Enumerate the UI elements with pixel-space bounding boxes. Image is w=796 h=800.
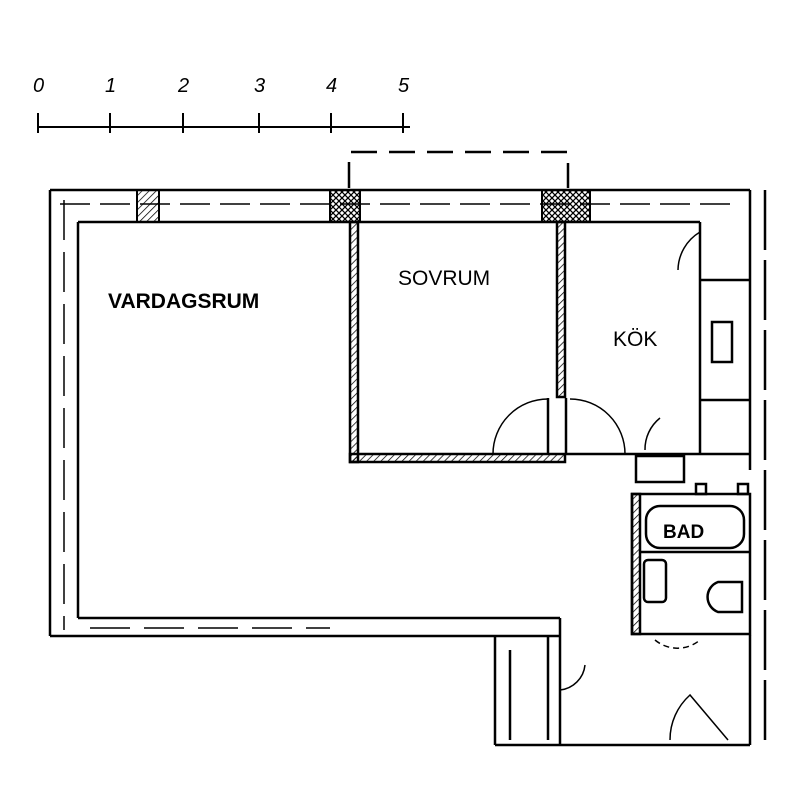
pillar xyxy=(329,189,361,223)
room-label-sovrum: SOVRUM xyxy=(398,267,490,290)
scale-tick-1: 1 xyxy=(105,75,116,97)
room-label-bad: BAD xyxy=(663,522,704,543)
scale-tick-2: 2 xyxy=(177,75,189,97)
scale-tick-3: 3 xyxy=(254,75,265,97)
balcony-outline xyxy=(347,150,570,188)
pillar xyxy=(136,189,160,223)
scale-bar xyxy=(37,113,410,133)
walls xyxy=(48,188,767,750)
room-label-vardagsrum: VARDAGSRUM xyxy=(108,290,259,313)
room-label-kok: KÖK xyxy=(613,328,657,351)
scale-tick-5: 5 xyxy=(398,75,410,97)
scale-tick-0: 0 xyxy=(33,75,44,97)
pillar xyxy=(541,189,591,223)
scale-tick-4: 4 xyxy=(326,75,337,97)
